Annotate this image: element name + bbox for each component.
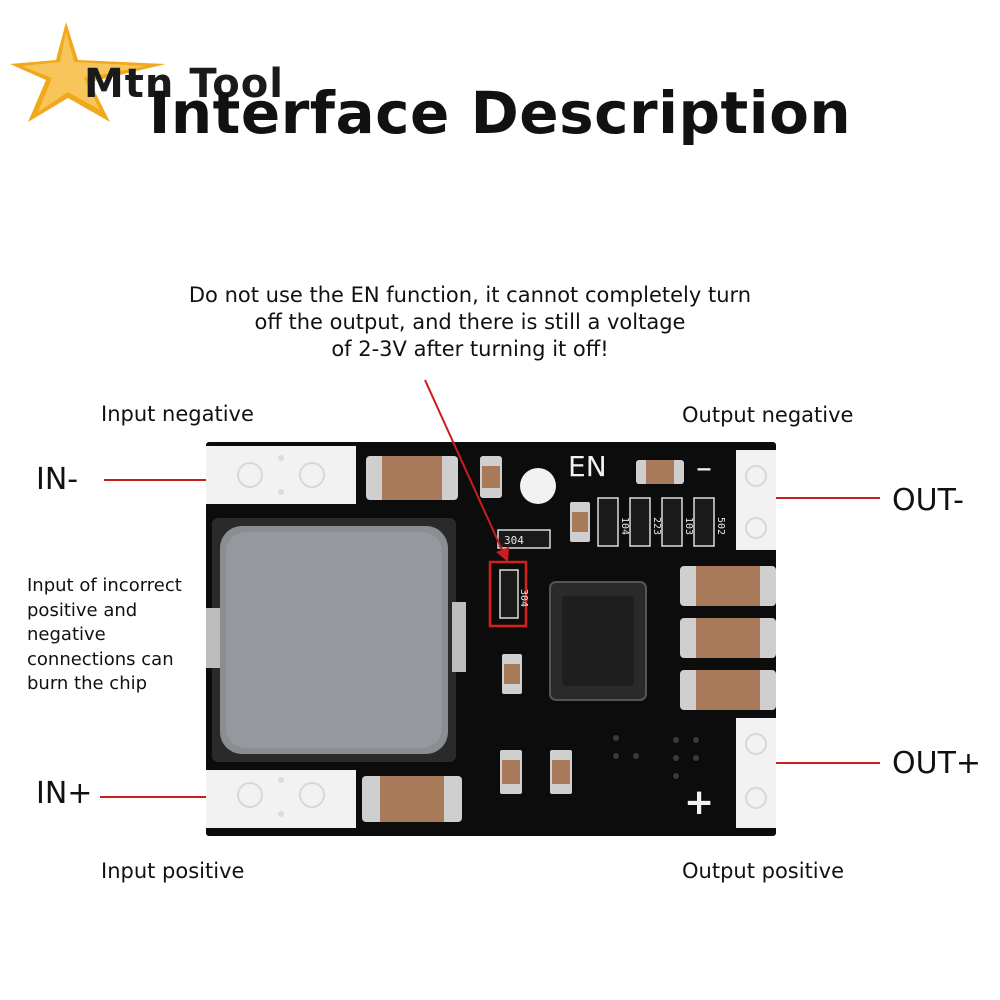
output-capacitor <box>680 670 776 710</box>
vias <box>613 735 699 779</box>
in-minus-label: IN- <box>36 462 79 497</box>
mtn-tool-logo <box>10 22 166 122</box>
output-capacitor <box>680 618 776 658</box>
resistor-code: 304 <box>518 589 529 607</box>
in-minus-pad <box>206 446 356 504</box>
note-line: burn the chip <box>27 673 148 694</box>
input-positive-label: Input positive <box>101 859 245 883</box>
resistor: 104 <box>597 497 630 547</box>
output-capacitor <box>680 566 776 606</box>
in-plus-connector <box>100 796 222 798</box>
resistor: 103 <box>661 497 694 547</box>
out-minus-label: OUT- <box>892 483 964 518</box>
input-negative-label: Input negative <box>101 402 254 426</box>
warning-line: of 2-3V after turning it off! <box>331 337 609 361</box>
en-warning-text: Do not use the EN function, it cannot co… <box>140 282 800 363</box>
in-plus-label: IN+ <box>36 776 93 811</box>
in-minus-connector <box>104 479 222 481</box>
resistor-code: 103 <box>683 517 694 535</box>
note-line: Input of incorrect <box>27 575 182 596</box>
note-line: positive and <box>27 599 138 621</box>
board-minus-label: – <box>696 448 712 486</box>
arrow-head-icon <box>496 547 509 562</box>
capacitor <box>570 502 590 542</box>
polarity-note: Input of incorrect positive and negative… <box>27 574 182 697</box>
note-line: connections can <box>27 648 174 670</box>
warning-line: off the output, and there is still a vol… <box>254 310 686 334</box>
out-minus-connector <box>756 497 880 499</box>
en-label: EN <box>568 450 607 483</box>
pcb-board: EN – + 304 104 223 103 502 <box>206 442 776 836</box>
resistor-code: 502 <box>715 517 726 535</box>
small-capacitor <box>550 750 572 794</box>
capacitor <box>362 776 462 822</box>
output-positive-label: Output positive <box>682 859 844 883</box>
capacitor <box>366 456 458 500</box>
logo-text: Mtn Tool <box>84 61 284 107</box>
output-negative-label: Output negative <box>682 403 854 427</box>
mounting-hole <box>520 468 556 504</box>
en-resistor-highlight: 304 <box>488 560 529 628</box>
out-minus-pad <box>736 450 776 550</box>
out-plus-pad <box>736 718 776 828</box>
out-plus-label: OUT+ <box>892 746 982 781</box>
small-capacitor <box>502 654 522 694</box>
ic-chip <box>549 581 647 701</box>
out-plus-connector <box>756 762 880 764</box>
resistor-code: 104 <box>619 517 630 535</box>
small-capacitor <box>500 750 522 794</box>
note-line: negative <box>27 624 106 645</box>
resistor: 223 <box>629 497 662 547</box>
warning-line: Do not use the EN function, it cannot co… <box>188 283 752 307</box>
page-title: Interface Description <box>148 79 852 147</box>
in-plus-pad <box>206 770 356 828</box>
board-plus-label: + <box>684 782 714 823</box>
inductor <box>206 518 466 762</box>
resistor-code: 223 <box>651 517 662 535</box>
resistor-code: 304 <box>504 534 524 547</box>
resistor: 502 <box>693 497 726 547</box>
pcb-drawing: EN – + 304 104 223 103 502 <box>206 446 776 828</box>
